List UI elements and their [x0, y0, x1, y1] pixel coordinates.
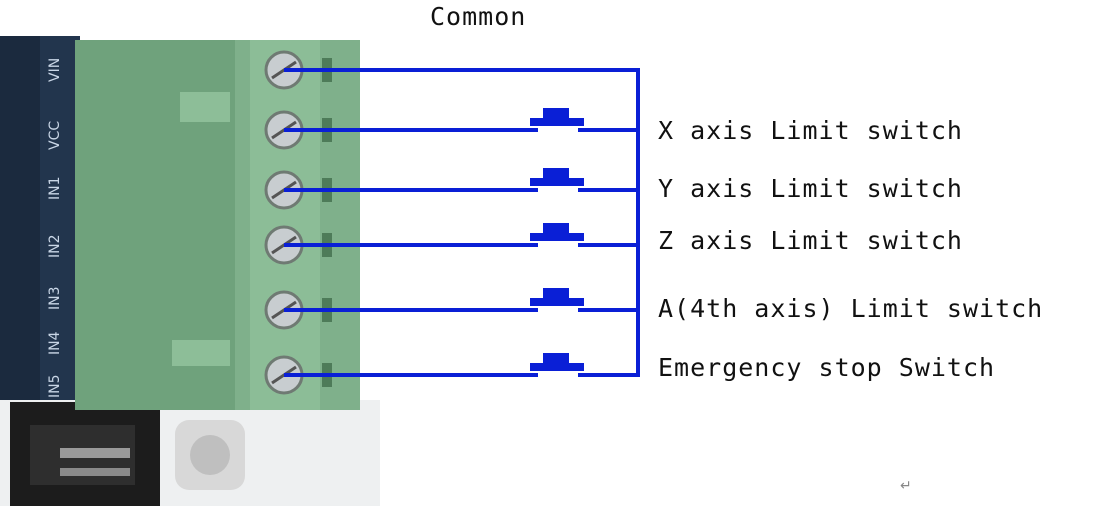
dc-jack-pin-2	[60, 468, 130, 476]
switch-plunger-estop	[543, 353, 569, 364]
switch-bar-y	[530, 178, 584, 186]
pcb-label-vcc: VCC	[47, 120, 63, 150]
switch-plunger-y	[543, 168, 569, 179]
push-switches	[530, 108, 584, 371]
terminal-block-lip	[180, 92, 230, 122]
pcb-label-vin: VIN	[47, 57, 63, 82]
switch-bar-z	[530, 233, 584, 241]
switch-plunger-x	[543, 108, 569, 119]
pcb-label-in2: IN2	[47, 234, 63, 258]
switch-label-z: Z axis Limit switch	[658, 226, 963, 255]
pcb-label-in3: IN3	[47, 286, 63, 310]
common-label: Common	[430, 2, 527, 31]
pcb-label-in5: IN5	[47, 374, 63, 398]
pcb-label-in1: IN1	[47, 176, 63, 200]
return-mark: ↵	[900, 478, 912, 494]
switch-label-x: X axis Limit switch	[658, 116, 963, 145]
switch-label-y: Y axis Limit switch	[658, 174, 963, 203]
switch-label-a: A(4th axis) Limit switch	[658, 294, 1044, 323]
switch-plunger-a	[543, 288, 569, 299]
switch-bar-a	[530, 298, 584, 306]
pcb-edge	[40, 36, 80, 411]
dc-jack-hole	[190, 435, 230, 475]
terminal-screw-column	[250, 40, 320, 410]
switch-plunger-z	[543, 223, 569, 234]
terminal-block-lip-2	[172, 340, 230, 366]
switch-bar-x	[530, 118, 584, 126]
dc-jack-pin-1	[60, 448, 130, 458]
switch-label-estop: Emergency stop Switch	[658, 353, 996, 382]
wires	[284, 68, 640, 377]
pcb-label-in4: IN4	[47, 331, 63, 355]
switch-bar-estop	[530, 363, 584, 371]
